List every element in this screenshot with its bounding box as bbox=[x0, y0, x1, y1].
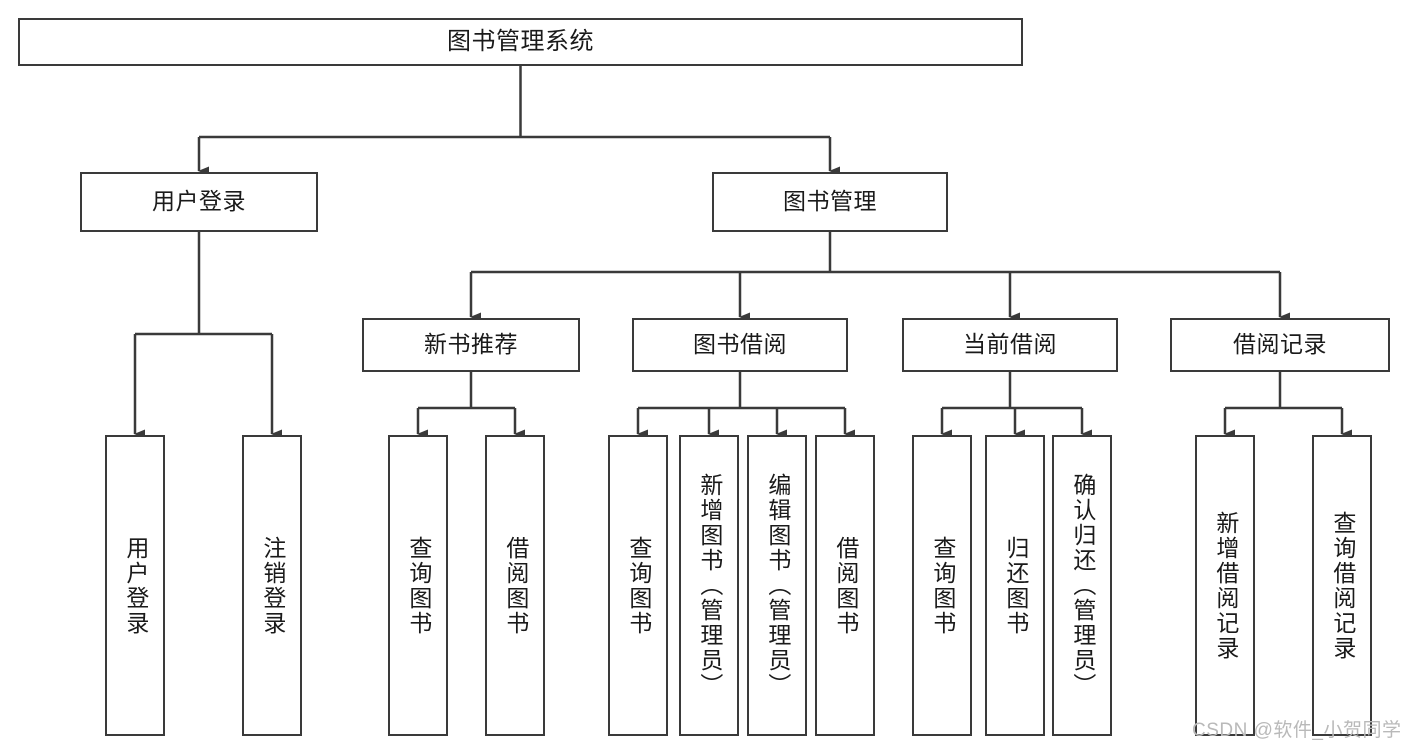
node-label: 图书管理 bbox=[783, 188, 877, 215]
node-leaf-query-book-3[interactable]: 查询图书 bbox=[912, 435, 972, 736]
node-label: 查询图书 bbox=[405, 535, 432, 636]
node-new-book-rec[interactable]: 新书推荐 bbox=[362, 318, 580, 372]
node-label: 确认归还（管理员） bbox=[1069, 473, 1096, 698]
node-label: 借阅图书 bbox=[832, 535, 859, 636]
node-label: 归还图书 bbox=[1002, 535, 1029, 636]
edge-group bbox=[133, 66, 1352, 439]
node-leaf-logout[interactable]: 注销登录 bbox=[242, 435, 302, 736]
node-leaf-query-book-2[interactable]: 查询图书 bbox=[608, 435, 668, 736]
node-label: 新书推荐 bbox=[424, 331, 518, 358]
node-label: 用户登录 bbox=[122, 535, 149, 636]
node-label: 查询图书 bbox=[929, 535, 956, 636]
node-label: 用户登录 bbox=[152, 188, 246, 215]
node-book-borrow[interactable]: 图书借阅 bbox=[632, 318, 848, 372]
node-label: 借阅图书 bbox=[502, 535, 529, 636]
node-leaf-borrow-book-2[interactable]: 借阅图书 bbox=[815, 435, 875, 736]
node-label: 注销登录 bbox=[259, 535, 286, 636]
node-label: 图书管理系统 bbox=[447, 27, 594, 55]
node-leaf-return-book[interactable]: 归还图书 bbox=[985, 435, 1045, 736]
node-leaf-user-login[interactable]: 用户登录 bbox=[105, 435, 165, 736]
node-book-manage[interactable]: 图书管理 bbox=[712, 172, 948, 232]
node-user-login[interactable]: 用户登录 bbox=[80, 172, 318, 232]
node-label: 新增图书（管理员） bbox=[696, 473, 723, 698]
node-label: 新增借阅记录 bbox=[1212, 510, 1239, 661]
node-label: 编辑图书（管理员） bbox=[764, 473, 791, 698]
node-borrow-record[interactable]: 借阅记录 bbox=[1170, 318, 1390, 372]
node-leaf-add-book[interactable]: 新增图书（管理员） bbox=[679, 435, 739, 736]
node-label: 查询图书 bbox=[625, 535, 652, 636]
node-current-borrow[interactable]: 当前借阅 bbox=[902, 318, 1118, 372]
node-label: 当前借阅 bbox=[963, 331, 1057, 358]
node-label: 图书借阅 bbox=[693, 331, 787, 358]
node-root[interactable]: 图书管理系统 bbox=[18, 18, 1023, 66]
node-leaf-query-book-1[interactable]: 查询图书 bbox=[388, 435, 448, 736]
node-leaf-confirm-return[interactable]: 确认归还（管理员） bbox=[1052, 435, 1112, 736]
node-leaf-borrow-book-1[interactable]: 借阅图书 bbox=[485, 435, 545, 736]
node-label: 借阅记录 bbox=[1233, 331, 1327, 358]
node-leaf-add-record[interactable]: 新增借阅记录 bbox=[1195, 435, 1255, 736]
node-leaf-query-record[interactable]: 查询借阅记录 bbox=[1312, 435, 1372, 736]
node-label: 查询借阅记录 bbox=[1329, 510, 1356, 661]
node-leaf-edit-book[interactable]: 编辑图书（管理员） bbox=[747, 435, 807, 736]
